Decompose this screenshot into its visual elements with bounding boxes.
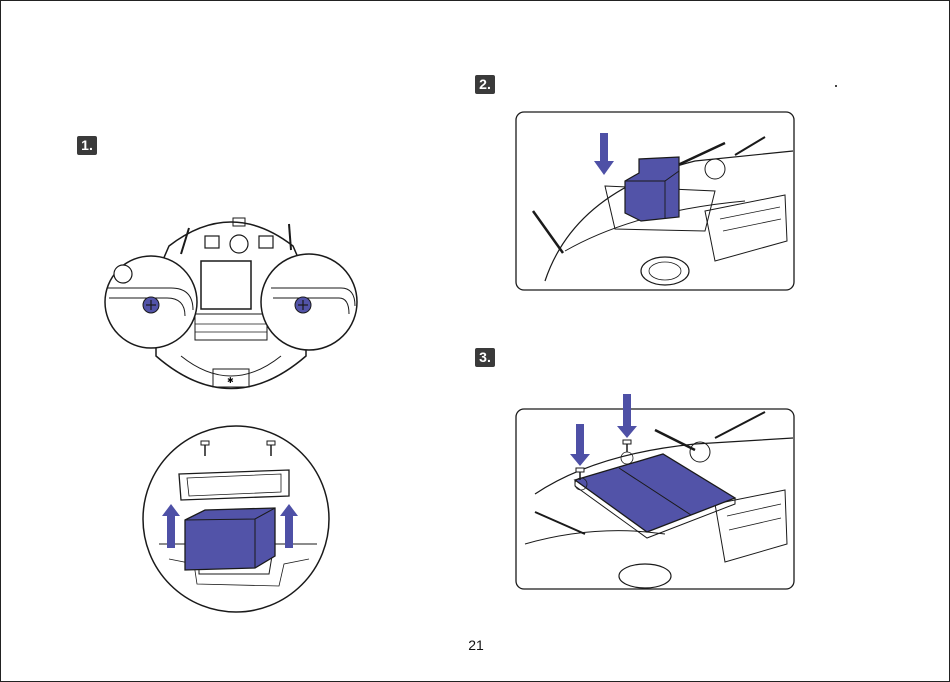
battery-removal-illustration (139, 424, 334, 614)
battery-insert-illustration (515, 111, 795, 291)
svg-text:✱: ✱ (227, 376, 234, 385)
robot-bottom-screws-illustration: ✱ (101, 206, 361, 401)
step-3-badge: 3. (475, 348, 495, 367)
stray-mark (835, 85, 837, 87)
page-number: 21 (456, 637, 496, 653)
cover-install-illustration (515, 394, 795, 590)
step-2-badge: 2. (475, 75, 495, 94)
step-1-badge: 1. (77, 136, 97, 155)
